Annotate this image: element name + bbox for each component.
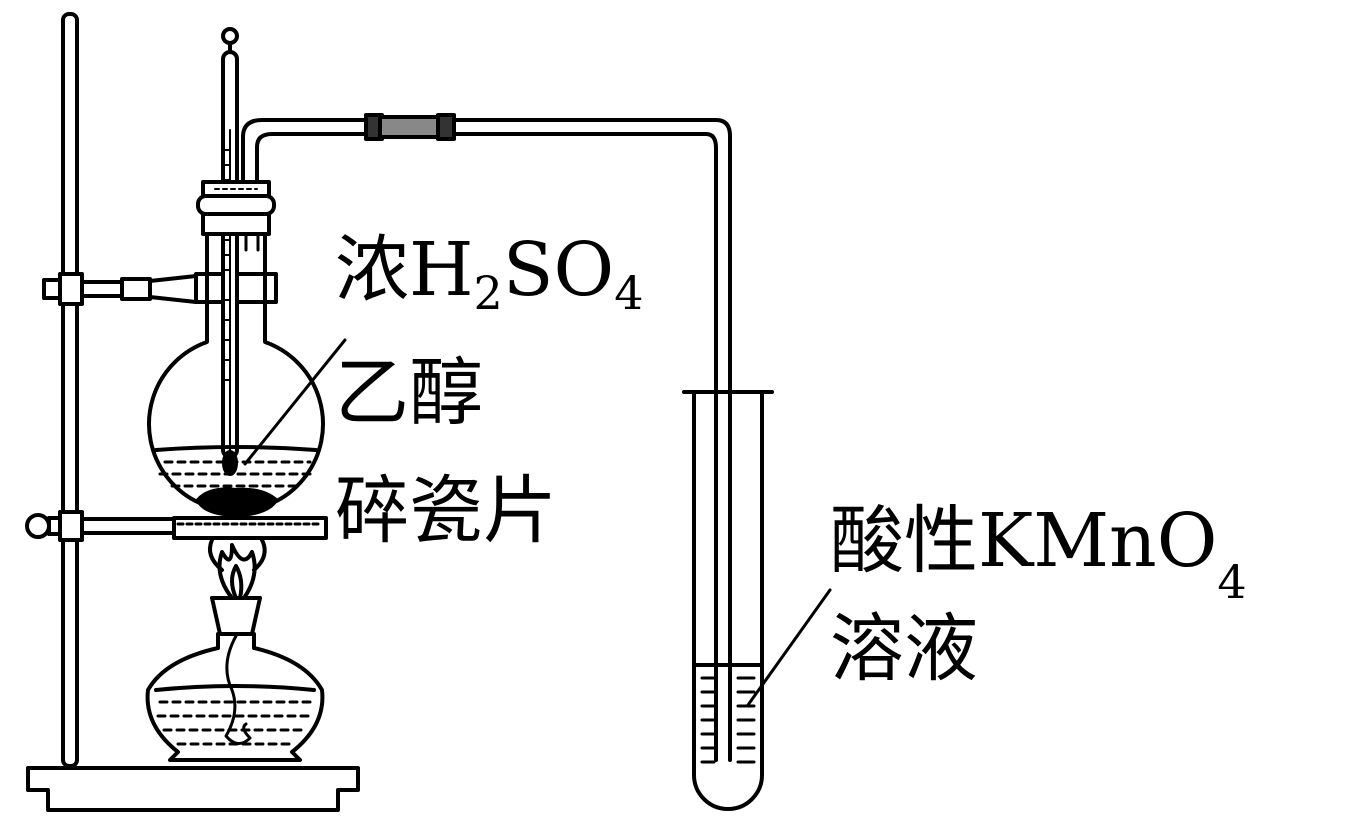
svg-text:酸性KMnO4: 酸性KMnO4 (830, 498, 1247, 609)
label-solution: 溶液 (830, 606, 978, 692)
upper-clamp (42, 272, 278, 306)
porcelain-pieces (196, 487, 278, 517)
flame (208, 538, 267, 600)
rubber-tube-connector (364, 113, 456, 141)
label-porcelain-pieces: 碎瓷片 (335, 468, 557, 554)
ethanol-leader-line (243, 338, 347, 466)
label-acidic-kmno4: 酸性KMnO4 (830, 498, 1247, 609)
thermometer (221, 27, 239, 476)
alcohol-lamp (145, 596, 325, 762)
wire-gauze (172, 516, 328, 540)
svg-text:浓H2SO4: 浓H2SO4 (335, 227, 643, 320)
delivery-tube (241, 118, 732, 762)
iron-stand-base (26, 766, 360, 812)
label-conc-h2so4: 浓H2SO4 (335, 227, 643, 320)
test-tube (682, 390, 774, 811)
round-bottom-flask (147, 233, 325, 517)
iron-stand-rod (61, 12, 79, 768)
rubber-stopper (196, 180, 276, 236)
label-ethanol: 乙醇 (335, 350, 483, 436)
kmno4-leader-line (746, 588, 832, 707)
lower-clamp (25, 510, 176, 542)
